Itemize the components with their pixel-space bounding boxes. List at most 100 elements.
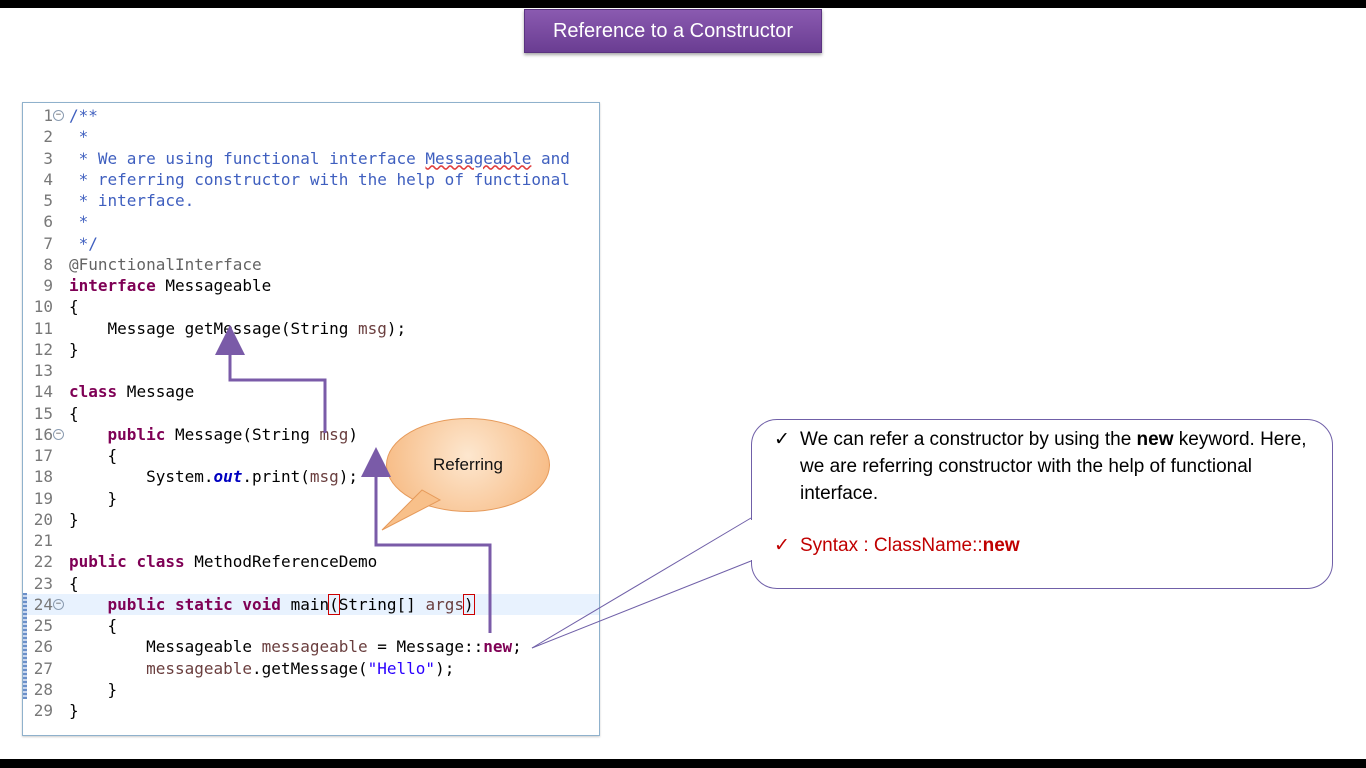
- line-number: 11: [33, 318, 53, 338]
- code-line[interactable]: 8@FunctionalInterface: [23, 254, 599, 275]
- code-line[interactable]: 10{: [23, 296, 599, 317]
- line-number: 16: [33, 424, 53, 444]
- code-line[interactable]: 16− public Message(String msg): [23, 424, 599, 445]
- syntax-text: Syntax : ClassName::new: [800, 535, 1020, 556]
- code-text: * We are using functional interface Mess…: [69, 148, 570, 169]
- fold-toggle-icon[interactable]: −: [53, 598, 64, 610]
- code-line[interactable]: 19 }: [23, 488, 599, 509]
- code-text: interface Messageable: [69, 275, 271, 296]
- code-token: .getMessage(: [252, 658, 368, 678]
- code-token: public: [107, 424, 166, 444]
- code-line[interactable]: 7 */: [23, 233, 599, 254]
- callout-point-text: We can refer a constructor by using the …: [800, 429, 1307, 504]
- code-token: Messageable: [69, 637, 262, 657]
- code-token: args: [425, 594, 464, 614]
- code-token: System.: [69, 467, 214, 487]
- change-marker-bar: [23, 593, 27, 699]
- code-line[interactable]: 5 * interface.: [23, 190, 599, 211]
- code-line[interactable]: 24− public static void main(String[] arg…: [23, 593, 599, 615]
- code-text: {: [69, 403, 79, 424]
- slide-title: Reference to a Constructor: [524, 9, 822, 53]
- code-line[interactable]: 26 Messageable messageable = Message::ne…: [23, 636, 599, 657]
- code-text: * interface.: [69, 190, 195, 211]
- code-line[interactable]: 13: [23, 360, 599, 381]
- code-token: Message(String: [165, 424, 320, 444]
- code-text: }: [69, 509, 79, 530]
- code-line[interactable]: 12}: [23, 339, 599, 360]
- code-text: }: [69, 339, 79, 360]
- code-token: public: [107, 594, 166, 614]
- code-token: "Hello": [367, 658, 436, 678]
- fold-toggle-icon[interactable]: −: [53, 428, 64, 440]
- line-number: 29: [33, 701, 53, 720]
- code-line[interactable]: 18 System.out.print(msg);: [23, 466, 599, 487]
- fold-toggle-icon[interactable]: −: [53, 110, 64, 121]
- callout-pointer-line: [531, 560, 752, 649]
- code-line[interactable]: 28 }: [23, 679, 599, 700]
- code-text: }: [69, 700, 79, 721]
- checkmark-icon: ✓: [774, 535, 790, 556]
- code-text: {: [69, 296, 79, 317]
- code-token: {: [69, 297, 79, 317]
- current-line-highlight: [23, 594, 599, 615]
- bottom-bar: [0, 759, 1366, 768]
- line-number: 5: [43, 191, 53, 210]
- code-line[interactable]: 1−/**: [23, 105, 599, 126]
- line-number: 4: [43, 169, 53, 189]
- code-text: {: [69, 573, 79, 594]
- code-text: * referring constructor with the help of…: [69, 169, 570, 190]
- code-line[interactable]: 25 {: [23, 615, 599, 636]
- code-token: );: [338, 467, 359, 487]
- code-text: class Message: [69, 381, 194, 402]
- line-number: 20: [33, 509, 53, 529]
- code-line[interactable]: 3 * We are using functional interface Me…: [23, 148, 599, 169]
- code-token: String[]: [338, 594, 426, 614]
- code-line[interactable]: 2 *: [23, 126, 599, 147]
- code-text: messageable.getMessage("Hello");: [69, 658, 454, 679]
- code-token: Messageable: [155, 276, 272, 295]
- code-token: {: [69, 616, 118, 635]
- code-text: public Message(String msg): [69, 424, 358, 445]
- line-number: 17: [33, 446, 53, 465]
- code-line[interactable]: 4 * referring constructor with the help …: [23, 169, 599, 190]
- explanation-callout: ✓ We can refer a constructor by using th…: [751, 419, 1333, 589]
- bubble-tail: [381, 489, 442, 531]
- code-text: }: [69, 679, 118, 700]
- line-number: 28: [33, 679, 53, 699]
- code-token: *: [69, 212, 89, 232]
- code-line[interactable]: 27 messageable.getMessage("Hello");: [23, 658, 599, 679]
- code-token: and: [531, 148, 570, 168]
- code-token: interface: [69, 276, 156, 295]
- code-text: /**: [69, 105, 98, 126]
- code-token: class: [136, 552, 185, 572]
- code-line[interactable]: 15{: [23, 403, 599, 424]
- code-line[interactable]: 29}: [23, 700, 599, 721]
- line-number: 26: [33, 637, 53, 657]
- code-token: {: [69, 446, 118, 465]
- code-line[interactable]: 6 *: [23, 211, 599, 232]
- line-number: 6: [43, 212, 53, 232]
- code-token: }: [69, 488, 118, 508]
- code-token: );: [386, 318, 407, 338]
- code-line[interactable]: 21: [23, 530, 599, 551]
- line-number: 21: [33, 531, 53, 550]
- code-token: {: [69, 573, 79, 593]
- code-line[interactable]: 20}: [23, 509, 599, 530]
- code-line[interactable]: 23{: [23, 573, 599, 594]
- code-line[interactable]: 17 {: [23, 445, 599, 466]
- code-token: ): [463, 593, 475, 615]
- code-token: * referring constructor with the help of…: [69, 169, 570, 189]
- referring-bubble-label: Referring: [433, 455, 503, 474]
- code-token: @FunctionalInterface: [69, 254, 262, 274]
- code-text: Messageable messageable = Message::new;: [69, 636, 522, 657]
- code-token: public: [69, 552, 127, 572]
- code-editor[interactable]: 1−/**2 *3 * We are using functional inte…: [22, 102, 600, 736]
- code-token: (: [328, 593, 340, 615]
- code-token: * We are using functional interface: [69, 148, 426, 168]
- code-token: .print(: [242, 467, 310, 487]
- code-token: /**: [69, 106, 98, 125]
- line-number: 3: [43, 148, 53, 168]
